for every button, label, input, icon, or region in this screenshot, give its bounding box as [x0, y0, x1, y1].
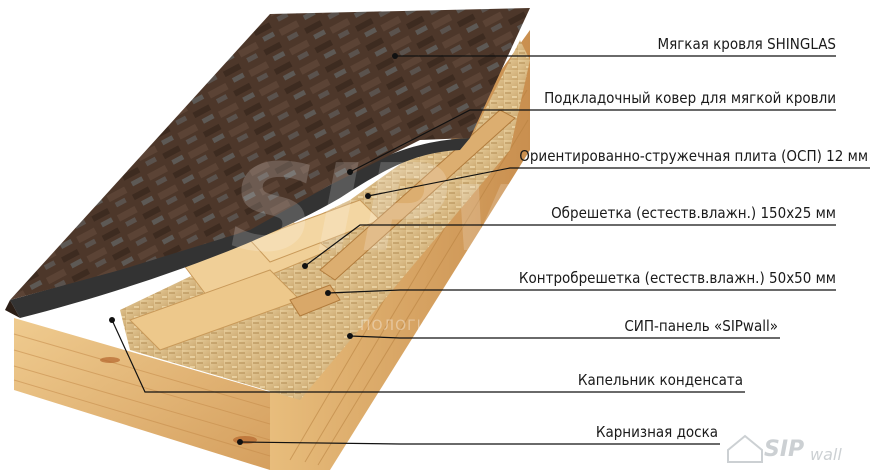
house-icon [727, 434, 763, 463]
label-shingles: Мягкая кровля SHINGLAS [657, 35, 836, 53]
shingle-edge [5, 300, 20, 318]
leader-osb [367, 167, 870, 197]
leader-dots [109, 53, 398, 445]
leader-fascia [239, 441, 720, 445]
watermark-tagline-suffix: РО [780, 318, 801, 334]
leader-drip [111, 319, 745, 393]
watermark-tagline: ПОЛОГИЧНОЕ МАЛОЭТАЖНОЕ ДОМОСТРОЕНИЕ [360, 318, 744, 334]
label-osb: Ориентированно-стружечная плита (ОСП) 12… [519, 147, 868, 165]
leader-underlay [349, 109, 836, 173]
label-sip-panel: СИП-панель «SIPwall» [624, 317, 778, 335]
leader-battens [304, 224, 836, 267]
watermark-logo: SIPwall [230, 140, 725, 279]
label-battens: Обрешетка (естеств.влажн.) 150х25 мм [551, 204, 836, 222]
svg-text:SIP: SIP [764, 437, 804, 462]
label-underlay: Подкладочный ковер для мягкой кровли [544, 89, 836, 107]
label-fascia: Карнизная доска [596, 423, 718, 441]
leader-counter-battens [327, 289, 836, 294]
wood-knot [233, 436, 257, 444]
battens [129, 199, 381, 351]
corner-logo: SIP wall [727, 434, 842, 464]
fascia-board [14, 318, 270, 470]
leader-sip-panel [349, 335, 780, 339]
wood-knot [100, 357, 120, 363]
svg-text:wall: wall [810, 445, 842, 464]
shingle-roof [10, 8, 530, 300]
fascia-grain [13, 333, 271, 457]
leader-lines [111, 55, 870, 445]
label-drip: Капельник конденсата [578, 371, 743, 389]
label-counter-battens: Контробрешетка (естеств.влажн.) 50х50 мм [519, 269, 836, 287]
